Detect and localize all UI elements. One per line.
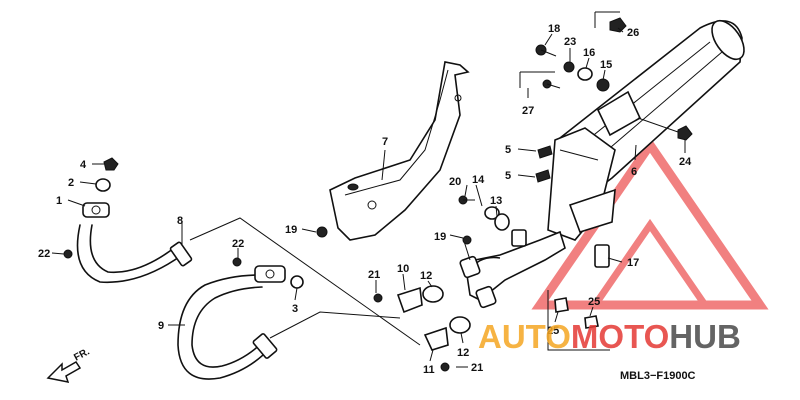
muffler — [547, 19, 745, 268]
watermark-moto: MOTO — [571, 318, 669, 355]
reference-lines — [189, 11, 620, 351]
callout-23: 23 — [564, 36, 576, 48]
callout-6: 6 — [631, 166, 637, 178]
callout-3: 3 — [292, 303, 298, 315]
callout-25a: 25 — [547, 325, 559, 337]
hardware-parts — [63, 17, 693, 372]
callout-19b: 19 — [434, 231, 446, 243]
callout-18: 18 — [548, 23, 560, 35]
callout-13: 13 — [490, 195, 502, 207]
callout-20: 20 — [449, 176, 461, 188]
callout-25b: 25 — [588, 296, 600, 308]
callout-8: 8 — [177, 215, 183, 227]
callout-19a: 19 — [285, 224, 297, 236]
front-label: FR. — [72, 346, 92, 363]
callout-4: 4 — [80, 159, 87, 171]
callout-26: 26 — [627, 27, 639, 39]
svg-text:AUTOMOTOHUB: AUTOMOTOHUB — [478, 318, 741, 355]
callout-21a: 21 — [368, 269, 380, 281]
callout-5a: 5 — [505, 144, 511, 156]
callout-7: 7 — [382, 136, 388, 148]
callout-22a: 22 — [38, 248, 50, 260]
front-direction-indicator: FR. — [46, 346, 92, 383]
callout-27: 27 — [522, 105, 534, 117]
callout-24: 24 — [679, 156, 692, 168]
callout-labels: 18 26 23 16 15 27 5 5 6 24 7 20 14 13 4 … — [38, 23, 692, 376]
watermark-text: AUTOMOTOHUB — [478, 318, 741, 355]
callout-2: 2 — [68, 177, 74, 189]
callout-12b: 12 — [457, 347, 469, 359]
callout-12a: 12 — [420, 270, 432, 282]
callout-22b: 22 — [232, 238, 244, 250]
exhaust-pipe-lower — [177, 265, 286, 380]
callout-15: 15 — [600, 59, 612, 71]
watermark-auto: AUTO — [478, 318, 571, 355]
collector-pipe — [459, 229, 566, 309]
callout-5b: 5 — [505, 170, 511, 182]
watermark-hub: HUB — [669, 318, 741, 355]
callout-11: 11 — [423, 364, 435, 376]
callout-leaders — [51, 27, 686, 368]
callout-1: 1 — [56, 195, 62, 207]
heat-shield — [329, 61, 470, 241]
front-arrow-icon — [46, 361, 82, 383]
exhaust-pipe-upper — [76, 202, 193, 284]
callout-9: 9 — [158, 320, 164, 332]
callout-17: 17 — [627, 257, 639, 269]
callout-14: 14 — [472, 174, 485, 186]
callout-16: 16 — [583, 47, 595, 59]
callout-10: 10 — [397, 263, 409, 275]
diagram-code: MBL3−F1900C — [620, 370, 696, 382]
callout-21b: 21 — [471, 362, 483, 374]
